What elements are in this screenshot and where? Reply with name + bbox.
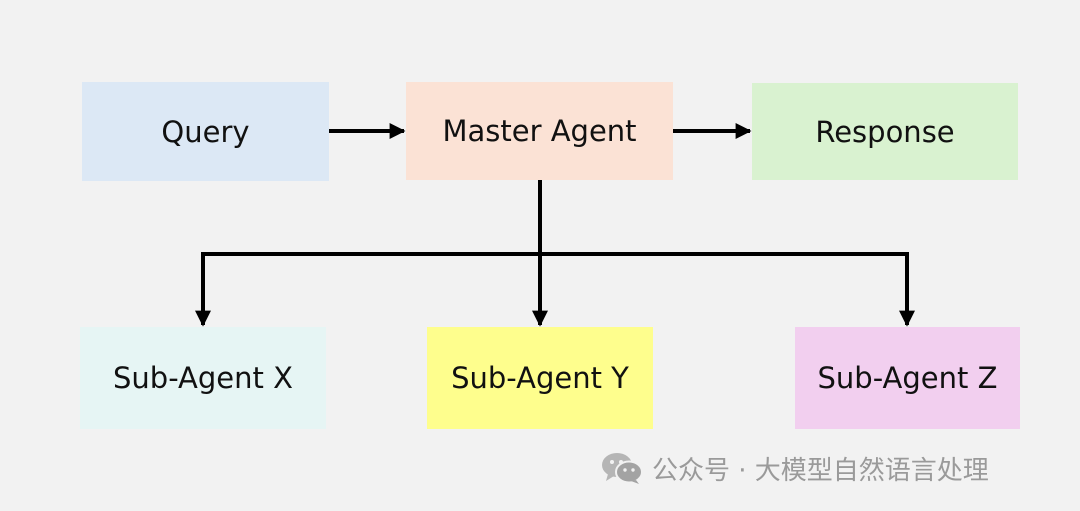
sub-agent-y-node: Sub-Agent Y bbox=[427, 327, 653, 429]
query-node-label: Query bbox=[161, 114, 250, 149]
sub-agent-z-node: Sub-Agent Z bbox=[795, 327, 1020, 429]
sub-agent-z-node-label: Sub-Agent Z bbox=[817, 361, 998, 395]
sub-agent-x-node-label: Sub-Agent X bbox=[113, 361, 293, 395]
wechat-icon bbox=[602, 453, 643, 484]
master-agent-node-label: Master Agent bbox=[442, 114, 637, 148]
watermark: 公众号 · 大模型自然语言处理 bbox=[600, 447, 989, 489]
watermark-text: 公众号 · 大模型自然语言处理 bbox=[652, 455, 989, 486]
query-node: Query bbox=[82, 82, 329, 181]
sub-agent-y-node-label: Sub-Agent Y bbox=[451, 361, 629, 395]
sub-agent-x-node: Sub-Agent X bbox=[80, 327, 326, 429]
response-node-label: Response bbox=[815, 114, 955, 149]
response-node: Response bbox=[752, 83, 1018, 180]
master-agent-node: Master Agent bbox=[406, 82, 673, 180]
